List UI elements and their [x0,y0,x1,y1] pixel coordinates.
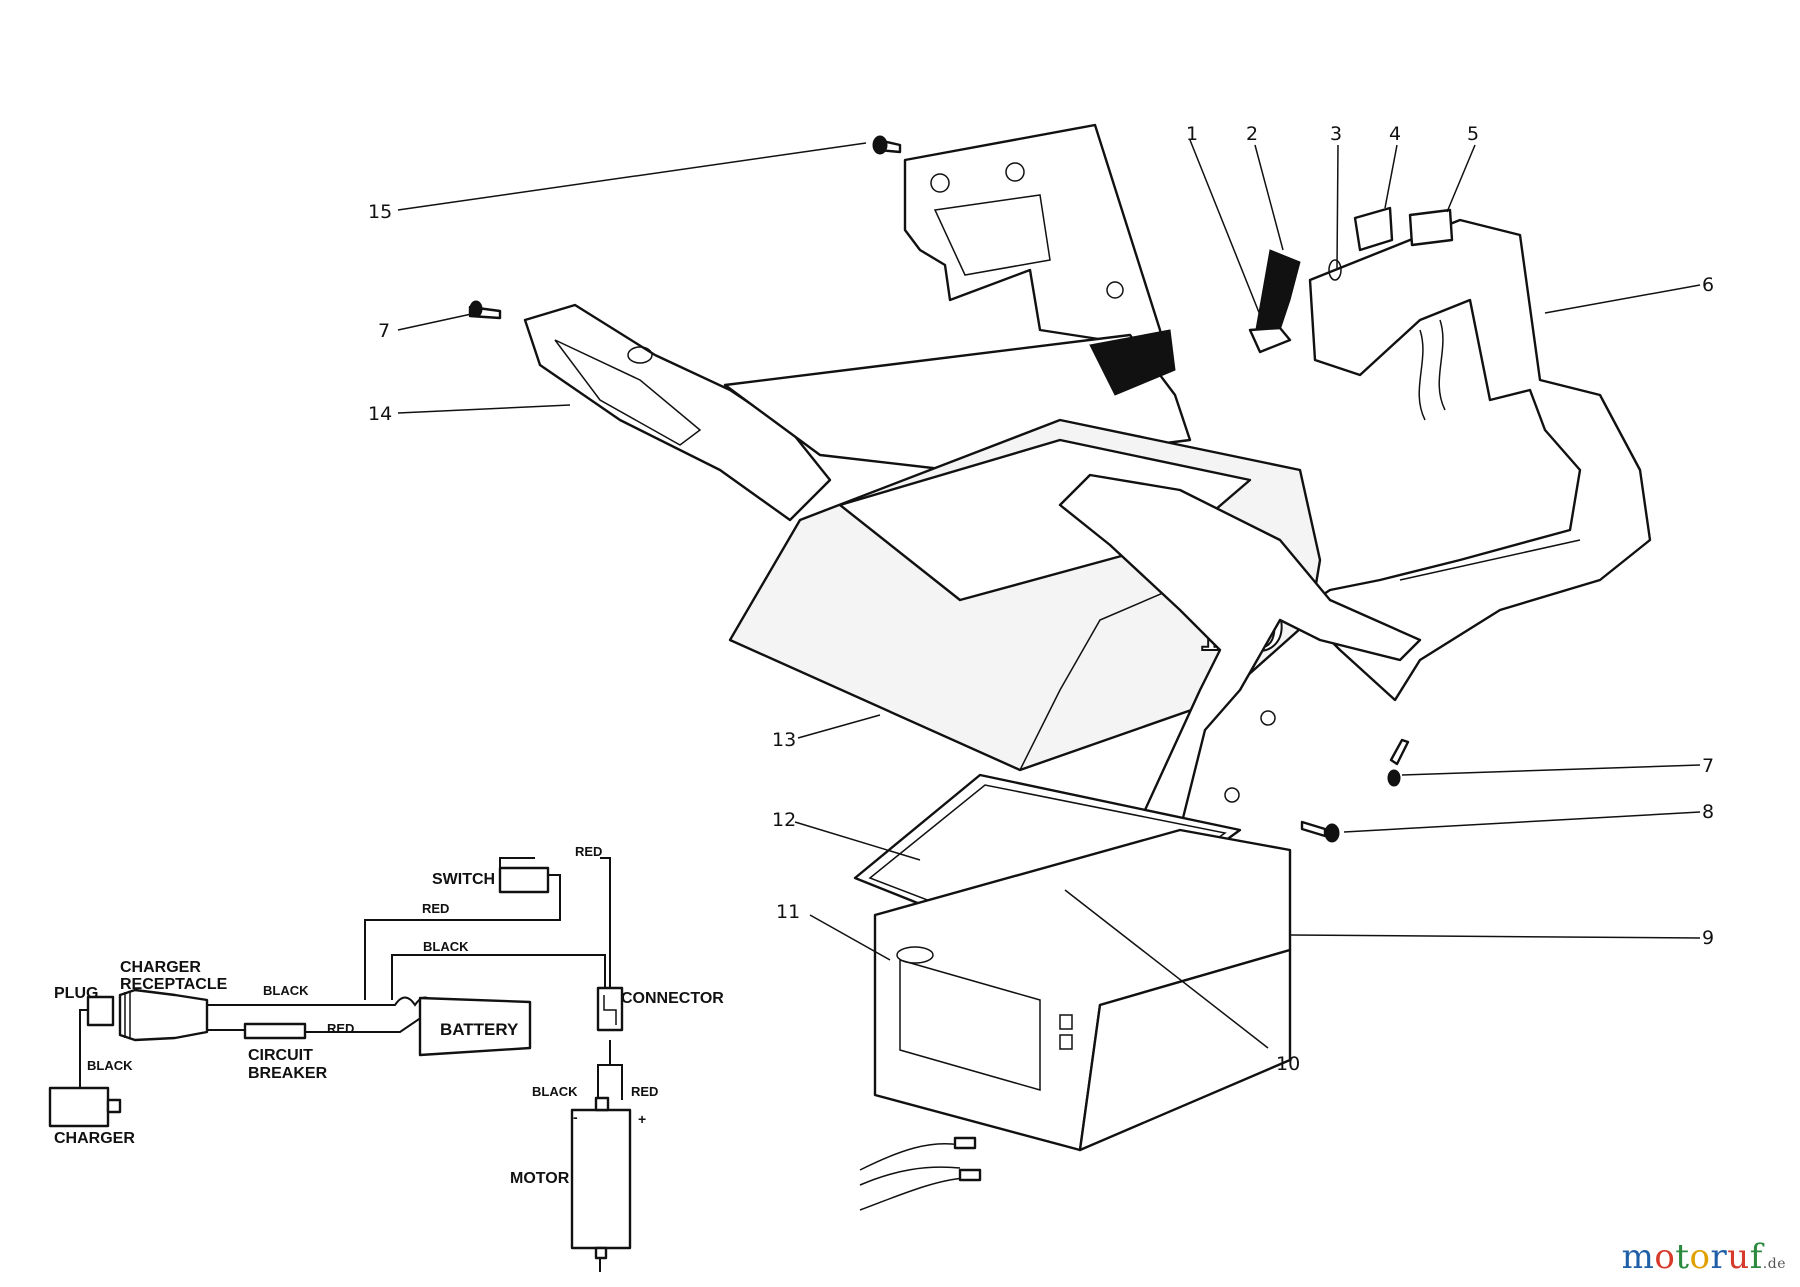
watermark-suffix: .de [1762,1256,1786,1272]
label-switch: SWITCH [432,871,495,888]
label-charger-receptacle-2: RECEPTACLE [120,976,228,993]
callout-6: 6 [1702,274,1714,296]
label-charger-receptacle-1: CHARGER [120,959,201,976]
battery-leads [859,1136,982,1211]
watermark-letter: o [1654,1237,1676,1277]
callout-2: 2 [1246,123,1258,145]
label-connector: CONNECTOR [621,990,724,1007]
label-plug: PLUG [54,985,98,1002]
battery-box [873,828,1292,1152]
callout-7-left: 7 [378,320,390,342]
label-circuit-breaker-1: CIRCUIT [248,1047,313,1064]
label-black-mid: BLACK [423,939,469,954]
watermark-letter: t [1675,1237,1690,1277]
watermark-letter: m [1621,1237,1655,1277]
front-handle-bar [1058,473,1422,832]
schematic-motor [570,1108,632,1250]
callout-13: 13 [772,729,796,751]
label-plus: + [638,1111,646,1127]
label-black-plug: BLACK [87,1058,133,1073]
label-black-receptacle: BLACK [263,983,309,998]
watermark-letter: o [1689,1237,1711,1277]
label-red-top: RED [575,844,602,859]
label-red-mid: RED [422,901,449,916]
schematic-battery [418,996,532,1057]
label-circuit-breaker-2: BREAKER [248,1065,328,1082]
watermark-letter: f [1749,1237,1763,1277]
schematic-connector [596,986,624,1032]
label-red-breaker: RED [327,1021,354,1036]
schematic-switch [498,866,550,894]
callout-9: 9 [1702,927,1714,949]
watermark-letter: u [1727,1237,1750,1277]
watermark-letter: r [1710,1237,1728,1277]
rear-bracket-plate [903,123,1172,372]
callout-7-right: 7 [1702,755,1714,777]
wiring-schematic: SWITCH RED RED BLACK CHARGER RECEPTACLE … [48,844,724,1272]
callout-5: 5 [1467,123,1479,145]
left-handle [523,303,832,522]
callout-11: 11 [776,901,800,923]
label-black-motor: BLACK [532,1084,578,1099]
schematic-charger [48,1086,110,1128]
callout-8: 8 [1702,801,1714,823]
schematic-plug [86,995,115,1027]
label-minus: - [573,1109,578,1125]
callout-1: 1 [1186,123,1198,145]
schematic-charger-receptacle [118,988,209,1042]
label-red-motor: RED [631,1084,658,1099]
label-motor: MOTOR [510,1170,570,1187]
callout-3: 3 [1330,123,1342,145]
watermark-letters: motoruf [1622,1237,1763,1277]
screws [468,135,1410,843]
watermark-logo: motoruf.de [1622,1237,1786,1277]
schematic-circuit-breaker [243,1022,307,1040]
label-charger: CHARGER [54,1130,135,1147]
callout-15: 15 [368,201,392,223]
callout-12: 12 [772,809,796,831]
callout-10: 10 [1276,1053,1300,1075]
callout-numbers: 1 2 3 4 5 6 7 7 8 9 10 11 12 13 14 15 [368,123,1714,1075]
callout-14: 14 [368,403,392,425]
switch-assembly [1248,206,1454,354]
callout-4: 4 [1389,123,1401,145]
label-battery: BATTERY [440,1020,519,1039]
callout-leaders [397,139,1701,1049]
